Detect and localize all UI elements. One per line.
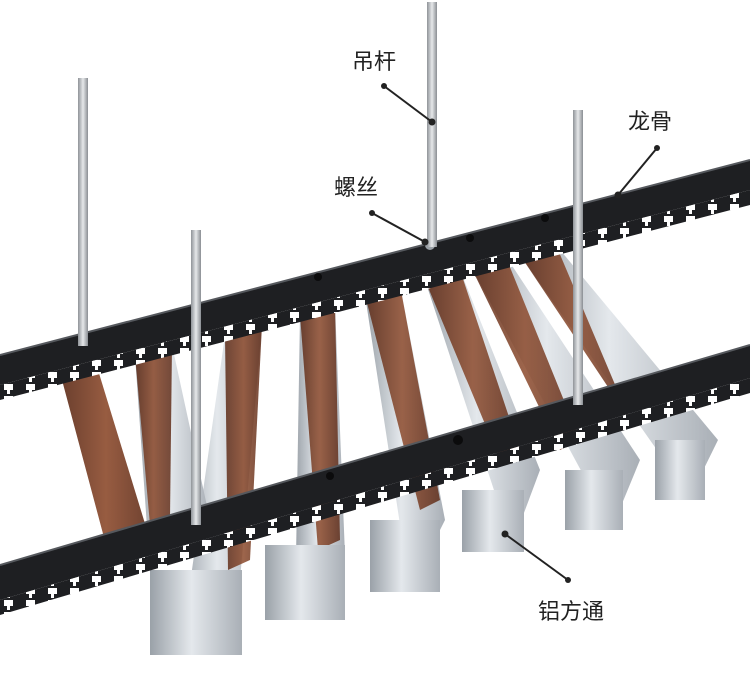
aluminum-tube [150,325,262,655]
aluminum-tube [470,255,640,530]
aluminum-tube [62,370,150,560]
label-screw: 螺丝 [334,176,379,201]
keel-rail-back [0,159,750,400]
hanger-rod [573,110,583,405]
label-keel: 龙骨 [628,110,673,135]
aluminum-tube [425,270,540,552]
leader-dots [369,83,660,583]
leader-lines [371,85,658,581]
keel-rail-front [0,344,750,615]
hanger-rod [78,78,88,346]
label-hanger-rod: 吊杆 [352,50,397,75]
label-aluminum-tube: 铝方通 [538,600,605,625]
aluminum-tube [265,305,345,620]
hanger-rod [191,230,201,525]
